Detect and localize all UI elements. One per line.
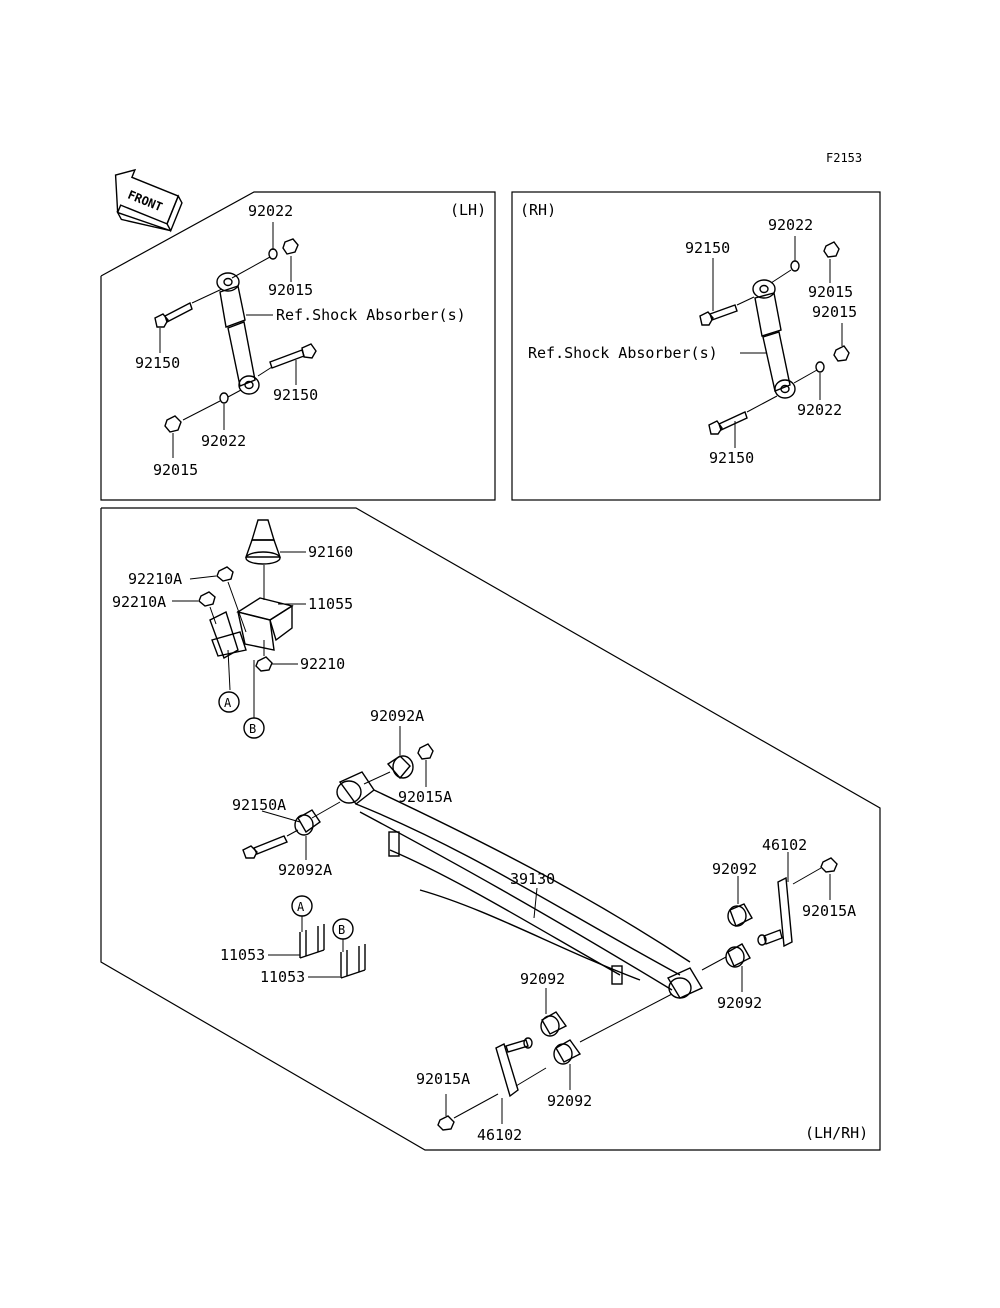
label-shackle-rear-top: 46102 <box>762 836 807 854</box>
label-bushing-rear-right: 92092 <box>717 994 762 1012</box>
bushing-92092-rear-right <box>725 943 751 968</box>
washer-lh-top <box>268 248 278 260</box>
nut-rh-mid <box>833 345 850 362</box>
label-rh-nut-top: 92015 <box>808 283 853 301</box>
nut-92210 <box>255 656 273 672</box>
label-lh-washer-bottom: 92022 <box>201 432 246 450</box>
label-shackle-rear-bottom: 46102 <box>477 1126 522 1144</box>
bushing-92092a-top <box>386 755 414 780</box>
label-nut-92210a-1: 92210A <box>128 570 182 588</box>
bolt-rh-top <box>699 304 738 326</box>
label-nut-92210: 92210 <box>300 655 345 673</box>
label-rh-washer-bottom: 92022 <box>797 401 842 419</box>
nut-92015a-rear-top <box>820 857 838 873</box>
leaf-spring <box>336 771 704 999</box>
nut-rh-top <box>823 241 840 258</box>
panel-rh-tag: (RH) <box>520 201 556 219</box>
marker-a <box>218 691 240 713</box>
nut-92015a-front <box>417 743 434 760</box>
marker-a2-text: A <box>297 900 305 914</box>
label-lh-bolt-right: 92150 <box>273 386 318 404</box>
washer-lh-bottom <box>219 392 229 404</box>
nut-92210a-1 <box>216 566 234 582</box>
label-rh-shock-ref: Ref.Shock Absorber(s) <box>528 344 718 362</box>
label-bushing-mid: 92092 <box>520 970 565 988</box>
bolt-lh-right <box>269 343 317 369</box>
label-nut-front: 92015A <box>398 788 452 806</box>
bushing-92092-mid <box>540 1011 568 1037</box>
washer-rh-bottom <box>815 361 825 373</box>
nut-lh-bottom <box>164 415 182 433</box>
pin-92150a <box>242 835 288 859</box>
nut-lh-top <box>282 238 299 255</box>
shackle-46102-bottom <box>495 1037 533 1098</box>
label-lh-nut-bottom: 92015 <box>153 461 198 479</box>
figure-code: F2153 <box>826 151 862 165</box>
nut-92015a-rear-bottom <box>437 1115 455 1131</box>
panel-leaf-spring: (LH/RH) 92160 11055 92210A 92210A <box>100 507 881 1151</box>
label-lh-nut-top: 92015 <box>268 281 313 299</box>
panel-leaf-tag: (LH/RH) <box>805 1124 868 1142</box>
label-bracket: 11055 <box>308 595 353 613</box>
nut-92210a-2 <box>198 591 216 607</box>
label-pin-front: 92150A <box>232 796 286 814</box>
bolt-rh-bottom <box>708 411 748 435</box>
label-nut-92210a-2: 92210A <box>112 593 166 611</box>
label-lh-shock-ref: Ref.Shock Absorber(s) <box>276 306 466 324</box>
label-rh-bolt-bottom: 92150 <box>709 449 754 467</box>
shock-absorber-rh <box>752 279 796 399</box>
bolt-lh-left <box>154 302 193 328</box>
label-nut-rear-bottom: 92015A <box>416 1070 470 1088</box>
marker-b-text: B <box>249 722 256 736</box>
marker-a-text: A <box>224 696 232 710</box>
shackle-46102-top <box>757 876 793 948</box>
panel-rh: (RH) 92022 92015 92150 92015 <box>511 191 881 501</box>
label-bushing-lower: 92092 <box>547 1092 592 1110</box>
label-lh-bolt-left: 92150 <box>135 354 180 372</box>
label-bushing-rear-top: 92092 <box>712 860 757 878</box>
label-ubolt-a: 11053 <box>220 946 265 964</box>
label-rh-washer-top: 92022 <box>768 216 813 234</box>
panel-lh-tag: (LH) <box>450 201 486 219</box>
label-ubolt-b: 11053 <box>260 968 305 986</box>
bump-stop <box>245 519 281 565</box>
front-arrow-icon: FRONT <box>114 168 183 233</box>
bushing-92092-lower <box>553 1039 582 1065</box>
label-rh-nut-mid: 92015 <box>812 303 857 321</box>
label-nut-rear-top: 92015A <box>802 902 856 920</box>
marker-b2-text: B <box>338 923 345 937</box>
label-rh-bolt-top: 92150 <box>685 239 730 257</box>
marker-b <box>243 717 265 739</box>
bushing-92092a-front <box>294 809 321 836</box>
label-bushing-top: 92092A <box>370 707 424 725</box>
u-bolt-b <box>340 944 366 979</box>
washer-rh-top <box>790 260 800 272</box>
label-spring: 39130 <box>510 870 555 888</box>
panel-lh: (LH) 92022 92015 Ref.Shock Absorber(s) 9… <box>100 191 496 501</box>
u-bolt-a <box>299 924 325 959</box>
label-bump-stop: 92160 <box>308 543 353 561</box>
spring-bracket <box>209 597 294 660</box>
bushing-92092-rear-top <box>727 903 753 927</box>
label-lh-washer-top: 92022 <box>248 202 293 220</box>
shock-absorber-lh <box>216 272 260 395</box>
label-bushing-front: 92092A <box>278 861 332 879</box>
